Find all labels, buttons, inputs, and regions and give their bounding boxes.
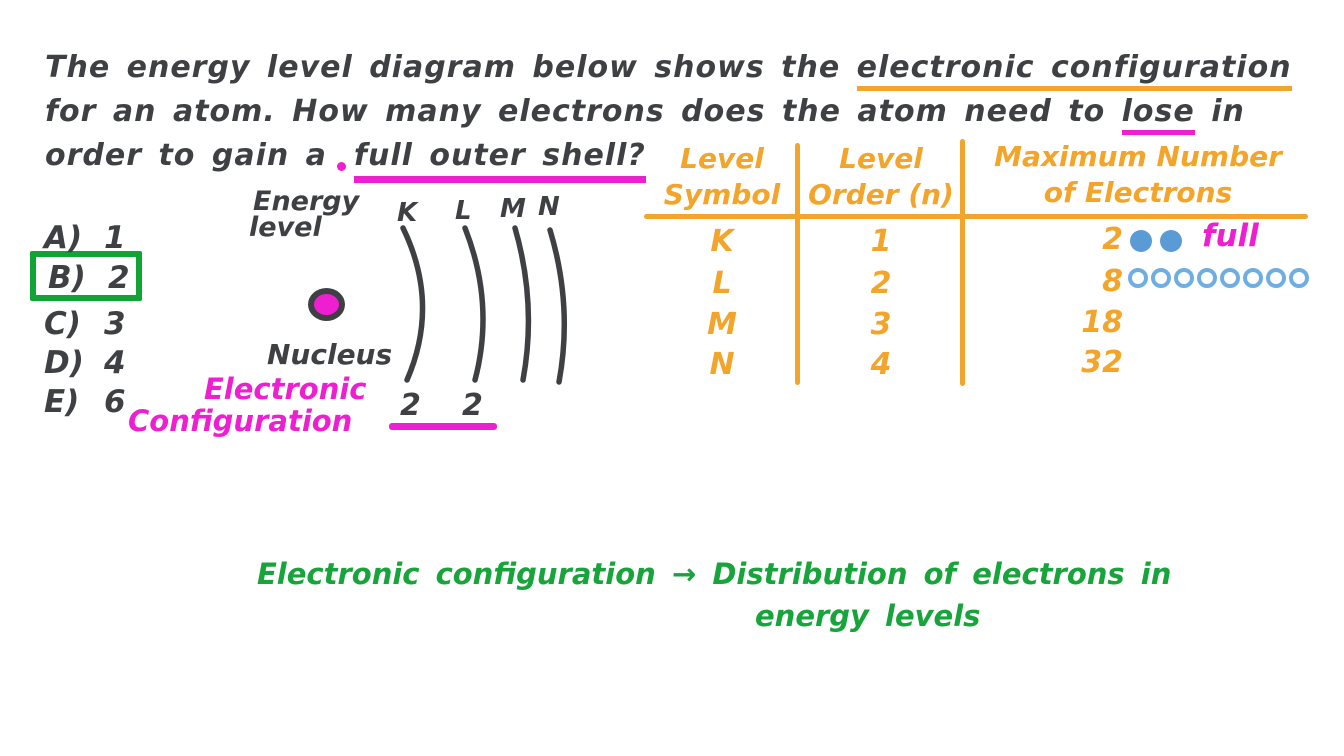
electron-dot-hollow [1289, 268, 1309, 288]
shell-arc-n [547, 227, 568, 385]
question-line-1-text: The energy level diagram below shows the [45, 50, 841, 85]
table-row-m-symbol: M [707, 307, 737, 342]
question-line-1: The energy level diagram below shows the… [45, 50, 1292, 91]
energy-level-label-line1: Energy [253, 186, 360, 217]
config-label-line2: Configuration [128, 404, 353, 438]
header-col1-line2: Symbol [663, 178, 781, 211]
electron-dot-hollow [1174, 268, 1194, 288]
table-divider-2 [960, 139, 965, 386]
option-e-label: E) [44, 384, 80, 420]
option-a-value: 1 [104, 220, 126, 256]
header-col2-line2: Order (n) [808, 178, 954, 211]
option-d-value: 4 [104, 345, 126, 381]
option-b-label: B) [48, 260, 86, 296]
header-col1-line1: Level [680, 142, 764, 175]
question-line-2: for an atom. How many electrons does the… [45, 94, 1245, 135]
electron-dot-hollow [1151, 268, 1171, 288]
option-b: B) 2 [48, 260, 130, 296]
option-d: D) 4 [44, 345, 126, 381]
question-line-3: order to gain a full outer shell? [45, 138, 646, 183]
electron-dot-filled [1160, 230, 1182, 252]
definition-arrow-icon: → [671, 557, 697, 591]
energy-level-label-line2: level [249, 212, 322, 243]
config-value-l: 2 [462, 388, 483, 423]
option-e-value: 6 [104, 384, 126, 420]
question-line-2-trailing: in [1211, 94, 1245, 129]
question-line-1-underlined: electronic configuration [856, 50, 1292, 91]
shell-label-n: N [538, 192, 560, 222]
k-shell-electron-dots [1130, 230, 1190, 256]
question-line-2-text: for an atom. How many electrons does the… [45, 94, 1106, 129]
config-underline [389, 423, 497, 430]
table-row-m-max: 18 [1081, 305, 1123, 340]
table-row-n-max: 32 [1081, 345, 1123, 380]
question-line-3-underlined: full outer shell? [353, 138, 646, 183]
l-shell-electron-dots [1128, 268, 1312, 292]
option-e: E) 6 [44, 384, 126, 420]
definition-line-2: energy levels [755, 599, 981, 633]
shell-arcs [400, 225, 568, 385]
option-c-label: C) [44, 306, 81, 342]
correct-answer-box [30, 251, 142, 301]
option-a: A) 1 [44, 220, 126, 256]
shell-label-k: K [397, 198, 418, 228]
electron-dot-hollow [1197, 268, 1217, 288]
electron-dot-hollow [1220, 268, 1240, 288]
nucleus-dot [308, 288, 345, 321]
table-row-n-symbol: N [709, 347, 735, 382]
option-b-value: 2 [108, 260, 130, 296]
option-a-label: A) [44, 220, 83, 256]
shell-label-m: M [500, 194, 526, 224]
table-row-n-order: 4 [870, 347, 892, 382]
table-header-rule [644, 214, 1308, 219]
full-shell-note: full [1202, 218, 1259, 254]
electron-dot-hollow [1266, 268, 1286, 288]
definition-text: Distribution of electrons in [712, 557, 1172, 591]
electron-dot-filled [1130, 230, 1152, 252]
question-line-3-text: order to gain a [45, 138, 327, 173]
magenta-dot [336, 162, 346, 171]
table-row-m-order: 3 [870, 307, 892, 342]
header-col3-line2: of Electrons [1043, 176, 1233, 209]
shell-arc-m [512, 225, 532, 383]
question-line-2-underlined: lose [1121, 94, 1195, 135]
table-row-k-symbol: K [710, 224, 734, 259]
header-col3-line1: Maximum Number [994, 140, 1282, 173]
electron-dot-hollow [1243, 268, 1263, 288]
option-d-label: D) [44, 345, 84, 381]
nucleus-label: Nucleus [267, 338, 393, 371]
table-row-k-max: 2 [1102, 222, 1123, 257]
table-row-l-symbol: L [712, 266, 732, 301]
shell-arc-l [462, 225, 486, 383]
table-divider-1 [795, 143, 800, 385]
shell-label-l: L [455, 196, 472, 226]
option-c-value: 3 [104, 306, 126, 342]
definition-term: Electronic configuration [257, 557, 656, 591]
electron-dot-hollow [1128, 268, 1148, 288]
table-row-k-order: 1 [870, 224, 892, 259]
config-value-k: 2 [400, 388, 421, 423]
table-row-l-order: 2 [870, 266, 892, 301]
shell-arc-k [400, 225, 426, 383]
config-label-line1: Electronic [204, 372, 367, 406]
definition-line-1: Electronic configuration → Distribution … [257, 557, 1171, 591]
header-col2-line1: Level [839, 142, 923, 175]
option-c: C) 3 [44, 306, 126, 342]
table-row-l-max: 8 [1102, 264, 1123, 299]
